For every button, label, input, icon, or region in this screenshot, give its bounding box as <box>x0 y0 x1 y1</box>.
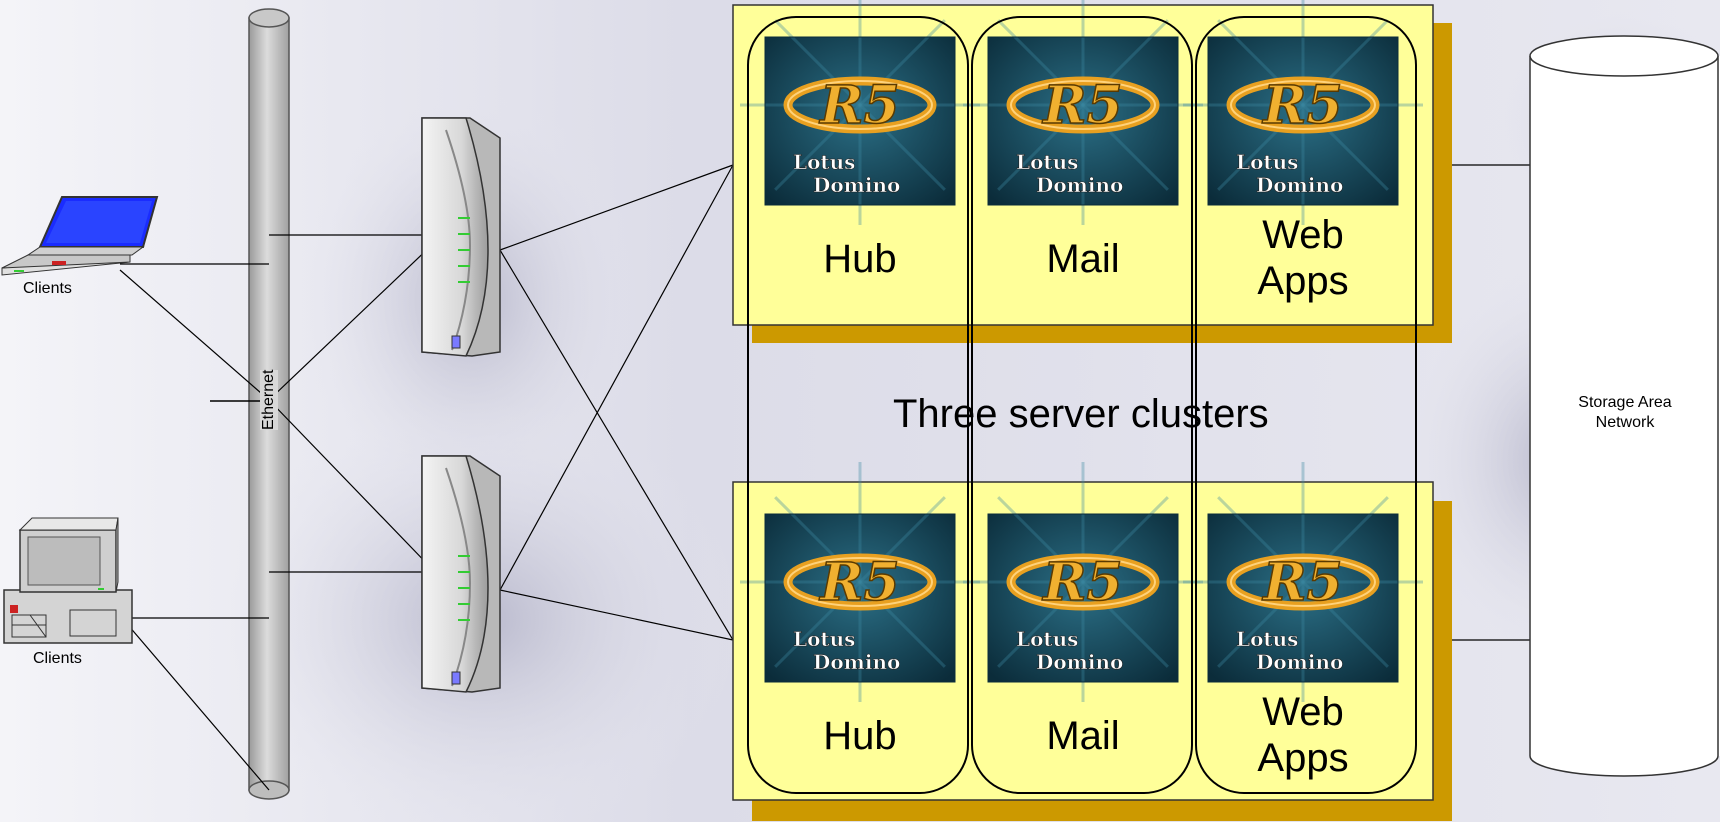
ethernet-label: Ethernet <box>260 369 278 430</box>
logo-lotus-text: Lotus <box>1016 150 1078 174</box>
storage-label-line1: Storage Area <box>1578 394 1672 411</box>
bottom-web-line2: Apps <box>1257 736 1349 780</box>
logo-domino-text: Domino <box>813 650 900 674</box>
logo-lotus-text: Lotus <box>793 150 855 174</box>
bottom-mail-label: Mail <box>1046 714 1120 758</box>
storage-area-network-icon <box>1529 35 1720 777</box>
logo-lotus-text: Lotus <box>1236 627 1298 651</box>
top-web-line1: Web <box>1262 213 1344 257</box>
bottom-web-apps-label: Web Apps <box>1208 689 1398 781</box>
storage-area-network-label: Storage Area Network <box>1540 393 1710 433</box>
server-tower-bottom-icon <box>421 455 501 693</box>
connection-lines <box>119 164 1530 791</box>
clients-top-label: Clients <box>23 280 72 297</box>
logo-lotus-text: Lotus <box>793 627 855 651</box>
web-apps-cluster-column <box>1195 16 1417 794</box>
logo-domino-text: Domino <box>1256 650 1343 674</box>
logo-domino-text: Domino <box>1036 650 1123 674</box>
top-web-apps-label: Web Apps <box>1208 212 1398 304</box>
logo-domino-text: Domino <box>813 173 900 197</box>
top-mail-label: Mail <box>1046 237 1120 281</box>
mail-cluster-column <box>971 16 1193 794</box>
logo-group: R5LotusDominoR5LotusDominoR5LotusDominoR… <box>740 0 1423 702</box>
logo-r5-text: R5 <box>1261 75 1342 136</box>
desktop-client-icon <box>3 517 133 644</box>
bottom-web-line1: Web <box>1262 690 1344 734</box>
logo-r5-text: R5 <box>1041 75 1122 136</box>
logo-r5-text: R5 <box>1261 552 1342 613</box>
logo-r5-text: R5 <box>818 75 899 136</box>
hub-cluster-column <box>747 16 969 794</box>
top-web-line2: Apps <box>1257 259 1349 303</box>
center-title: Three server clusters <box>893 392 1269 436</box>
cluster-columns <box>747 16 1417 794</box>
logo-lotus-text: Lotus <box>1016 627 1078 651</box>
logo-r5-text: R5 <box>1041 552 1122 613</box>
server-tower-top-icon <box>421 117 501 357</box>
logo-domino-text: Domino <box>1256 173 1343 197</box>
bottom-hub-label: Hub <box>823 714 897 758</box>
logo-domino-text: Domino <box>1036 173 1123 197</box>
clients-bottom-label: Clients <box>33 650 82 667</box>
top-hub-label: Hub <box>823 237 897 281</box>
storage-label-line2: Network <box>1595 414 1655 431</box>
logo-lotus-text: Lotus <box>1236 150 1298 174</box>
logo-r5-text: R5 <box>818 552 899 613</box>
laptop-client-icon <box>1 196 159 276</box>
